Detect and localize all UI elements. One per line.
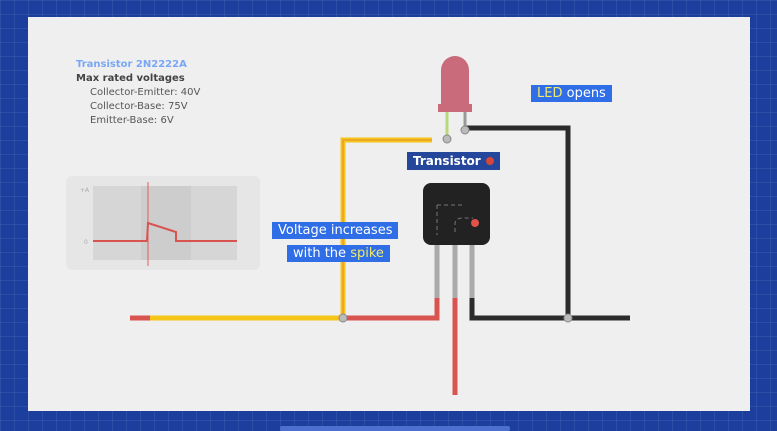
voltage-label-line1: Voltage increases bbox=[272, 222, 399, 239]
led[interactable] bbox=[438, 56, 472, 138]
transistor-info: Transistor 2N2222A Max rated voltages Co… bbox=[76, 58, 200, 128]
info-item: Emitter-Base: 6V bbox=[90, 115, 174, 126]
transistor-label[interactable]: Transistor bbox=[407, 152, 500, 170]
spike-word: spike bbox=[350, 246, 384, 261]
info-title: Transistor 2N2222A bbox=[76, 59, 187, 70]
wire-junctions bbox=[338, 125, 573, 323]
led-opens-label: LED opens bbox=[531, 85, 612, 102]
transistor-legs bbox=[434, 245, 475, 298]
black-wire bbox=[465, 125, 571, 318]
spike-graph: +A 0 bbox=[66, 176, 260, 270]
opens-word: opens bbox=[566, 86, 606, 101]
transistor-label-text: Transistor bbox=[413, 154, 481, 168]
status-dot-icon bbox=[485, 157, 494, 165]
info-item: Collector-Base: 75V bbox=[90, 101, 188, 112]
led-word: LED bbox=[537, 86, 563, 101]
voltage-label-line2: with the spike bbox=[287, 245, 390, 262]
red-wire bbox=[343, 295, 440, 321]
graph-y-top: +A bbox=[80, 187, 90, 194]
info-item: Collector-Emitter: 40V bbox=[90, 87, 201, 98]
progress-bar[interactable] bbox=[280, 426, 510, 431]
black-wire-bottom bbox=[469, 295, 630, 321]
with-the-text: with the bbox=[293, 246, 347, 261]
transistor-body[interactable] bbox=[423, 183, 490, 245]
graph-y-zero: 0 bbox=[84, 239, 88, 246]
info-heading: Max rated voltages bbox=[76, 73, 185, 84]
